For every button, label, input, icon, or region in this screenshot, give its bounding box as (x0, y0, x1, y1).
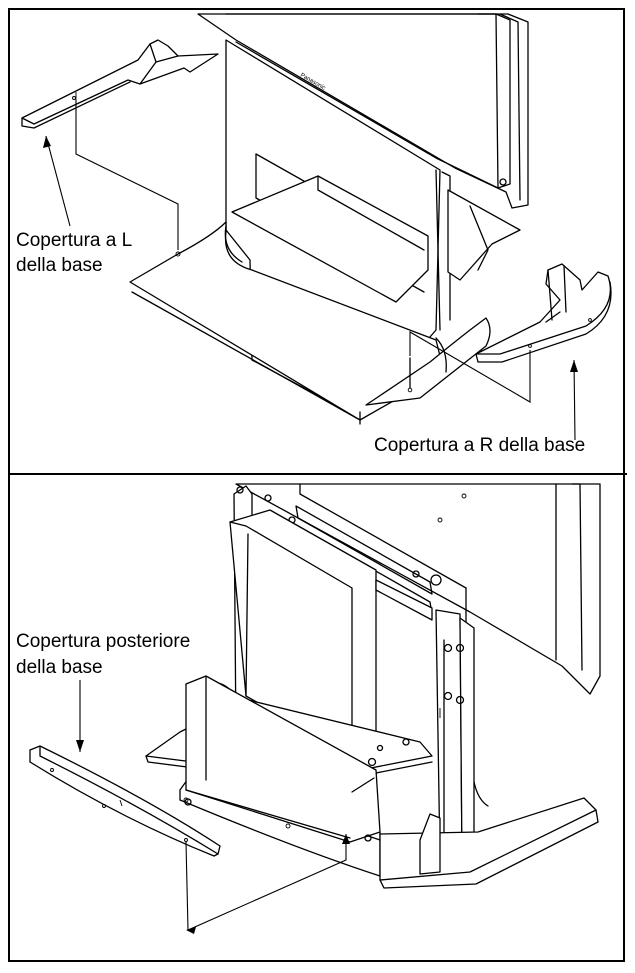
figure-frame (8, 8, 625, 962)
l-cover-label-line1: Copertura a L (16, 230, 133, 251)
top-display-panel: Panasonic (197, 13, 529, 209)
rear-cover-label-line2: della base (16, 657, 103, 678)
r-base-cover-part (475, 263, 612, 363)
top-base-plate (129, 175, 491, 425)
arrow-heads-bottom (76, 740, 350, 934)
r-cover-label: Copertura a R della base (374, 435, 586, 456)
l-cover-label-line2: della base (16, 255, 103, 276)
panel-divider (8, 473, 627, 475)
rear-cover-label-line1: Copertura posteriore (16, 631, 191, 652)
lower-housing (184, 675, 381, 843)
rear-base-cover-part (29, 745, 221, 857)
arrow-heads-top (43, 136, 578, 372)
l-base-cover-part (21, 39, 219, 129)
top-guide-lines (45, 100, 576, 441)
